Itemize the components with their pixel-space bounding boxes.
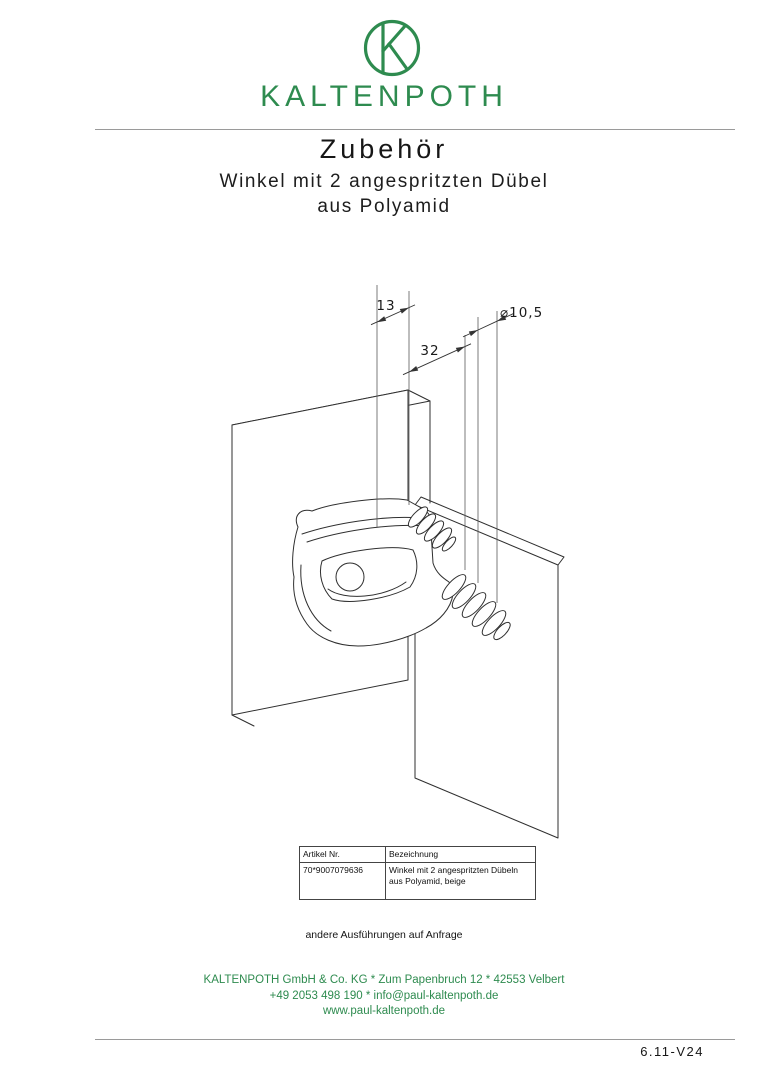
- footer-website: www.paul-kaltenpoth.de: [322, 1005, 446, 1017]
- footer-address: KALTENPOTH GmbH & Co. KG * Zum Papenbruc…: [203, 974, 565, 986]
- article-table: Artikel Nr. Bezeichnung 70*9007079636 Wi…: [299, 845, 536, 901]
- logo-circle: [363, 19, 421, 77]
- dimension-lines: [370, 304, 515, 376]
- subtitle-line-2: aus Polyamid: [317, 196, 451, 217]
- header-divider: [95, 129, 735, 130]
- dowel-upper: [407, 506, 457, 552]
- dowel-lower: [441, 574, 511, 641]
- dimension-label-diameter: ⌀10,5: [500, 305, 543, 321]
- table-row: 70*9007079636 Winkel mit 2 angespritzten…: [299, 862, 536, 901]
- dimension-label-32: 32: [420, 343, 439, 359]
- logo-k-lower-diagonal: [387, 42, 409, 71]
- brand-logo-icon: [363, 19, 421, 77]
- dimension-arrows: [377, 307, 507, 372]
- table-header-artikel-nr: Artikel Nr.: [299, 845, 386, 864]
- logo-k-upper-diagonal: [381, 24, 407, 53]
- bracket-outline: [292, 498, 454, 647]
- brand-wordmark: KALTENPOTH: [260, 80, 508, 113]
- dimension-label-13: 13: [376, 298, 395, 314]
- wall-outline: [414, 496, 565, 839]
- page-title: Zubehör: [319, 134, 449, 164]
- extension-lines: [376, 285, 498, 603]
- footer-divider: [95, 1039, 735, 1040]
- footer: KALTENPOTH GmbH & Co. KG * Zum Papenbruc…: [0, 973, 768, 1020]
- article-number-cell: 70*9007079636: [299, 862, 386, 901]
- technical-drawing: 13 32 ⌀10,5: [231, 285, 565, 839]
- subtitle-line-1: Winkel mit 2 angespritzten Dübel: [219, 171, 549, 192]
- note-text: andere Ausführungen auf Anfrage: [305, 929, 463, 941]
- table-header-row: Artikel Nr. Bezeichnung: [299, 845, 536, 864]
- footer-contact: +49 2053 498 190 * info@paul-kaltenpoth.…: [269, 989, 499, 1002]
- version-label: 6.11-V24: [640, 1044, 704, 1059]
- bracket-hole: [335, 562, 365, 592]
- description-cell: Winkel mit 2 angespritzten Dübeln aus Po…: [385, 862, 536, 901]
- table-header-bezeichnung: Bezeichnung: [385, 845, 536, 864]
